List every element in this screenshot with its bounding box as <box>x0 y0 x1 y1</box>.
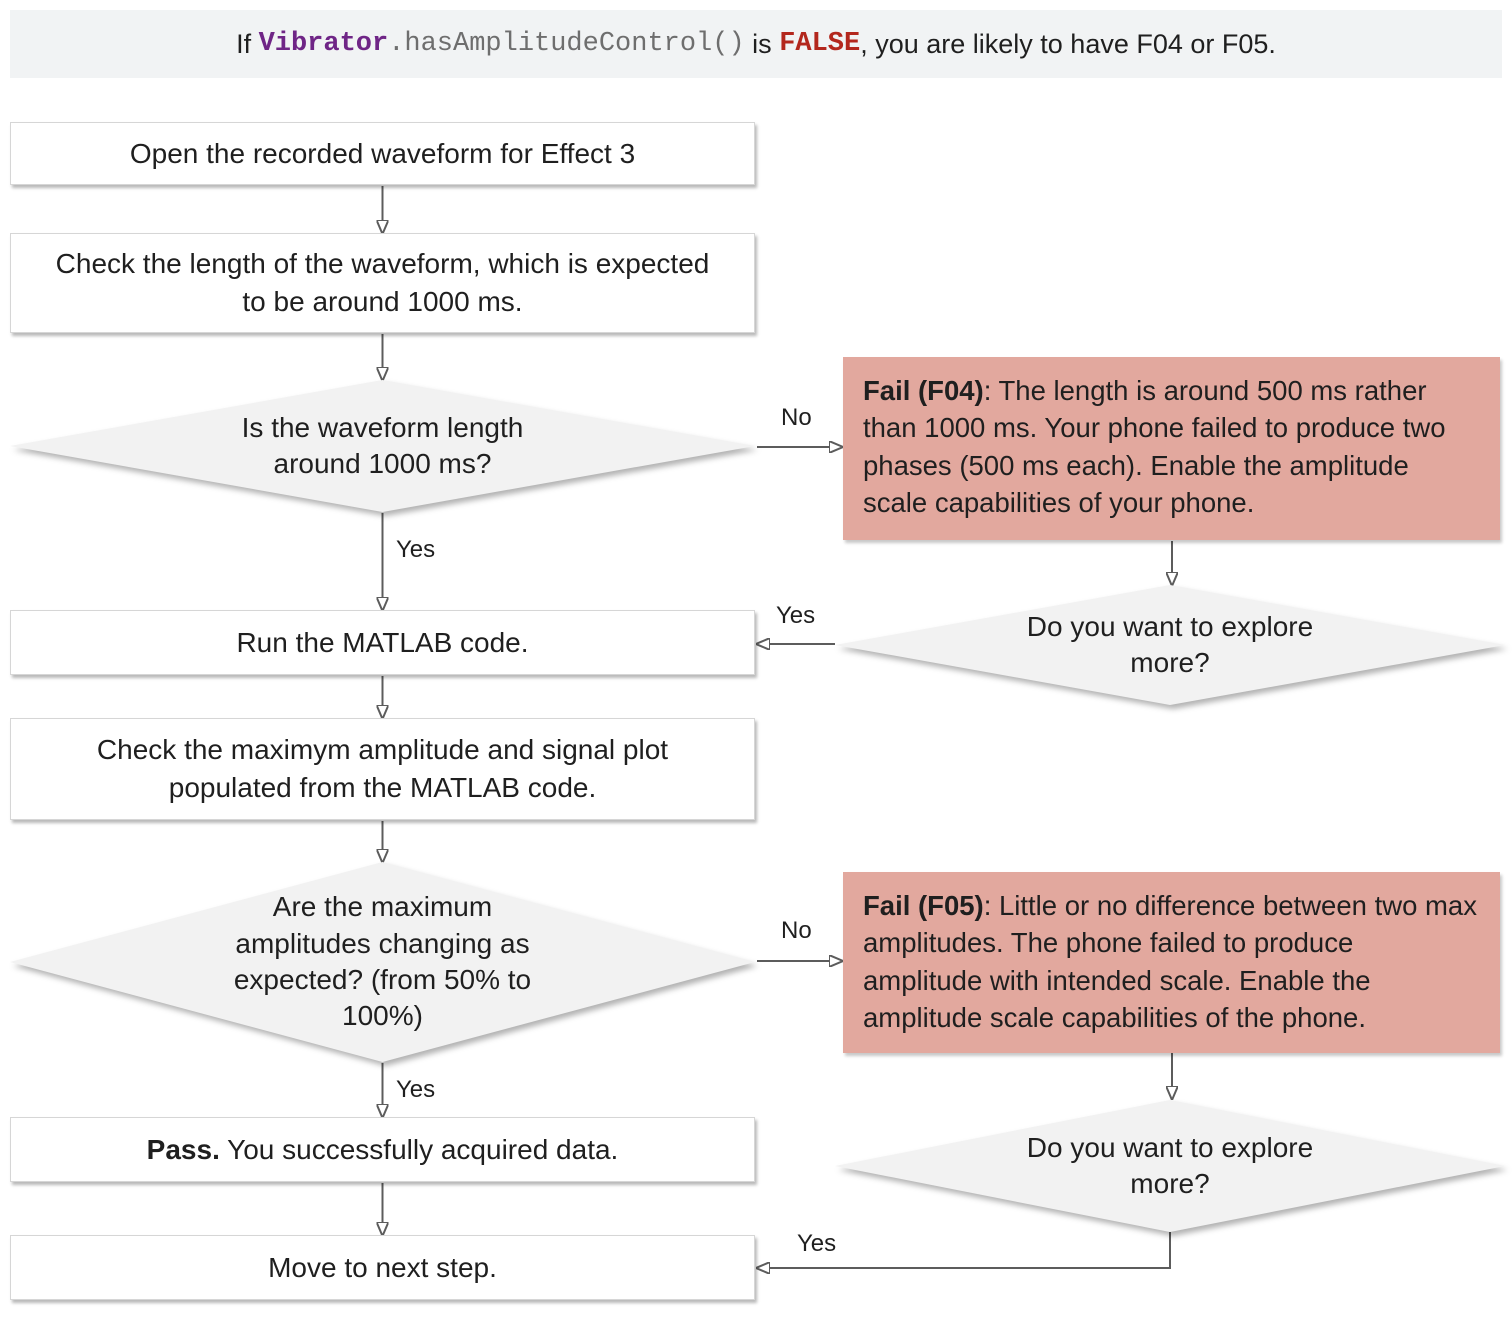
fail-f04-bold-text: Fail (F04) <box>863 375 984 406</box>
node-fail-f05: Fail (F05): Little or no difference betw… <box>843 872 1500 1053</box>
banner-text-is: is <box>744 28 780 59</box>
node-open-waveform: Open the recorded waveform for Effect 3 <box>10 122 755 185</box>
banner-code-method: .hasAmplitudeControl() <box>388 29 745 59</box>
node-fail-f04: Fail (F04): The length is around 500 ms … <box>843 357 1500 540</box>
fail-f05-bold-text: Fail (F05) <box>863 890 984 921</box>
pass-bold-text: Pass. <box>146 1133 220 1165</box>
banner-code-class: Vibrator <box>258 29 389 59</box>
edge-label-yes-1: Yes <box>396 536 436 563</box>
edge-label-yes-2: Yes <box>396 1076 436 1103</box>
banner-code-false: FALSE <box>779 29 861 59</box>
banner-text-rest: , you are likely to have F04 or F05. <box>860 28 1276 59</box>
node-run-matlab-label: Run the MATLAB code. <box>236 626 529 658</box>
fail-f04-rest-text: : The length is around 500 ms rather tha… <box>863 375 1446 519</box>
edge-label-yes-explore2: Yes <box>797 1230 837 1257</box>
node-check-amplitude-label: Check the maximym amplitude and signal p… <box>96 734 669 803</box>
node-run-matlab: Run the MATLAB code. <box>10 610 755 675</box>
node-explore-more-1: Do you want to explore more? <box>835 585 1505 705</box>
decision-waveform-length-shape: Is the waveform length around 1000 ms? <box>10 380 755 512</box>
node-explore-more-2: Do you want to explore more? <box>835 1100 1505 1232</box>
edge-label-yes-explore1: Yes <box>776 602 816 629</box>
node-check-length-label: Check the length of the waveform, which … <box>55 248 710 317</box>
explore-more-2-label: Do you want to explore more? <box>1026 1131 1314 1199</box>
node-check-length: Check the length of the waveform, which … <box>10 233 755 333</box>
node-check-amplitude: Check the maximym amplitude and signal p… <box>10 718 755 820</box>
node-decision-amplitudes: Are the maximum amplitudes changing as e… <box>10 862 755 1062</box>
node-decision-waveform-length: Is the waveform length around 1000 ms? <box>10 380 755 512</box>
banner-note: If Vibrator.hasAmplitudeControl() is FAL… <box>10 10 1502 78</box>
edge-label-no-1: No <box>781 404 812 431</box>
explore-more-2-shape: Do you want to explore more? <box>835 1100 1505 1232</box>
pass-rest-text: You successfully acquired data. <box>219 1133 619 1165</box>
node-pass: Pass. You successfully acquired data. <box>10 1117 755 1182</box>
decision-amplitudes-shape: Are the maximum amplitudes changing as e… <box>10 862 755 1062</box>
decision-waveform-length-label: Is the waveform length around 1000 ms? <box>241 411 524 479</box>
decision-amplitudes-label: Are the maximum amplitudes changing as e… <box>233 891 532 1032</box>
fail-f05-rest-text: : Little or no difference between two ma… <box>863 890 1477 1034</box>
banner-text-if: If <box>236 28 259 59</box>
node-move-next-step-label: Move to next step. <box>268 1251 497 1283</box>
edge-label-no-2: No <box>781 917 812 944</box>
node-open-waveform-label: Open the recorded waveform for Effect 3 <box>129 137 636 169</box>
explore-more-1-shape: Do you want to explore more? <box>835 585 1505 705</box>
node-move-next-step: Move to next step. <box>10 1235 755 1300</box>
node-pass-label: Pass. You successfully acquired data. <box>147 1131 619 1169</box>
explore-more-1-label: Do you want to explore more? <box>1026 610 1314 678</box>
